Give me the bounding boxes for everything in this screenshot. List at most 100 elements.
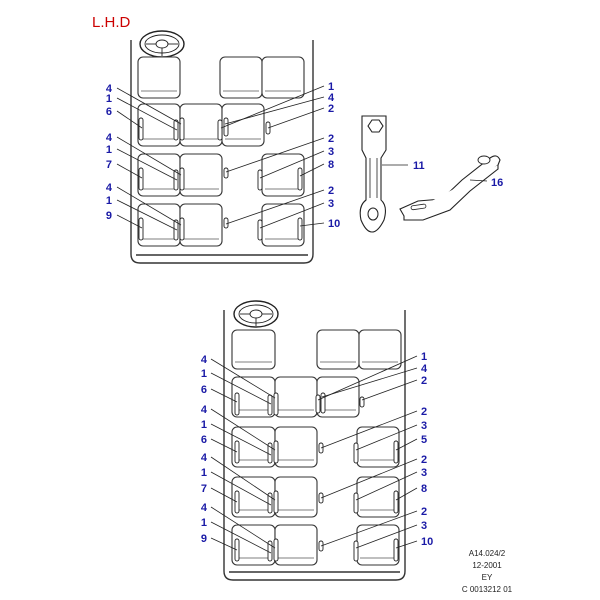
leader-line <box>210 358 276 399</box>
leader-line <box>320 510 418 547</box>
callout-number: 2 <box>421 406 427 418</box>
leader-line <box>210 372 272 405</box>
buckle-icon <box>138 167 144 191</box>
callout-number: 7 <box>201 483 207 495</box>
callout-number: 3 <box>328 198 334 210</box>
callout-number: 4 <box>421 363 428 375</box>
callout-number: 4 <box>201 404 208 416</box>
buckle-icon <box>234 392 240 416</box>
leader-line <box>317 355 418 401</box>
seat-icon <box>274 524 318 566</box>
leader-line <box>224 96 325 125</box>
leader-line <box>116 214 143 229</box>
buckle-icon <box>173 119 179 141</box>
callout-number: 10 <box>328 218 340 230</box>
buckle-icon <box>138 117 144 141</box>
vehicle-outline <box>223 310 406 581</box>
seat-icon <box>179 153 223 197</box>
callout-number: 9 <box>106 210 112 222</box>
callout-number: 4 <box>328 92 335 104</box>
leader-line <box>210 537 238 551</box>
bracket-part-11: 11 <box>359 115 425 233</box>
leader-line <box>210 408 276 451</box>
leader-line <box>259 150 325 179</box>
seat-icon <box>231 329 276 370</box>
leader-line <box>220 85 325 129</box>
drawing-reference-block: A14.024/2 12-2001 EY C 0013212 01 <box>462 549 513 594</box>
seat-icon <box>316 329 360 370</box>
leader-line <box>225 137 325 173</box>
buckle-icon <box>297 217 303 241</box>
buckle-icon <box>315 394 321 414</box>
callout-number: 4 <box>201 354 208 366</box>
leader-line <box>355 424 418 451</box>
callout-number: 2 <box>328 133 334 145</box>
leader-line <box>210 487 238 503</box>
buckle-icon <box>273 538 279 562</box>
callout-number: 6 <box>201 384 207 396</box>
callout-number: 2 <box>421 506 427 518</box>
page-title: L.H.D <box>92 14 131 31</box>
buckle-icon <box>223 117 229 137</box>
leader-line <box>259 202 325 229</box>
buckle-icon <box>273 440 279 464</box>
buckle-icon <box>179 167 185 191</box>
callout-number: 8 <box>328 159 334 171</box>
leader-line <box>210 388 238 403</box>
vehicle-outline <box>130 40 314 264</box>
callout-number: 4 <box>201 502 208 514</box>
leader-line <box>116 136 182 176</box>
leader-line <box>225 189 325 225</box>
buckle-icon <box>173 169 179 191</box>
plate-part-16: 16 <box>399 155 503 221</box>
leader-line <box>361 379 418 401</box>
seat-icon <box>137 56 181 99</box>
leader-line <box>355 524 418 549</box>
callout-number: 1 <box>328 81 334 93</box>
buckle-icon <box>257 219 263 241</box>
callout-number: 1 <box>106 195 112 207</box>
buckle-icon <box>359 396 365 408</box>
steering-wheel-icon <box>233 300 279 328</box>
seat-icon <box>274 426 318 468</box>
buckle-icon <box>223 167 229 179</box>
reference-code: EY <box>482 573 493 582</box>
buckle-icon <box>223 217 229 229</box>
leader-line <box>299 222 325 227</box>
leader-line <box>299 163 325 177</box>
callout-number: 9 <box>201 533 207 545</box>
callout-number: 2 <box>328 103 334 115</box>
buckle-icon <box>353 540 359 562</box>
callout-number: 3 <box>421 420 427 432</box>
leader-line <box>116 186 182 226</box>
callout-number: 4 <box>106 83 113 95</box>
callout-number: 1 <box>201 517 207 529</box>
leader-line <box>116 110 143 129</box>
buckle-icon <box>353 442 359 464</box>
leader-line <box>395 438 418 451</box>
buckle-icon <box>267 394 273 416</box>
callout-number: 1 <box>201 368 207 380</box>
leader-line <box>210 438 238 453</box>
callout-number: 8 <box>421 483 427 495</box>
callout-number: 4 <box>201 452 208 464</box>
buckle-icon <box>179 117 185 141</box>
buckle-icon <box>257 169 263 191</box>
seat-icon <box>179 103 223 147</box>
callout-number: 1 <box>106 144 112 156</box>
callout-number: 4 <box>106 182 113 194</box>
leader-line <box>321 367 418 398</box>
callout-number: 6 <box>201 434 207 446</box>
leader-line <box>116 87 182 125</box>
leader-line <box>210 423 272 456</box>
buckle-icon <box>353 492 359 514</box>
buckle-icon <box>273 392 279 416</box>
leader-line <box>210 456 276 501</box>
seat-icon <box>274 476 318 518</box>
callout-number: 1 <box>201 467 207 479</box>
callout-number: 3 <box>328 146 334 158</box>
buckle-icon <box>273 490 279 514</box>
buckle-icon <box>393 538 399 562</box>
callout-number: 1 <box>201 419 207 431</box>
